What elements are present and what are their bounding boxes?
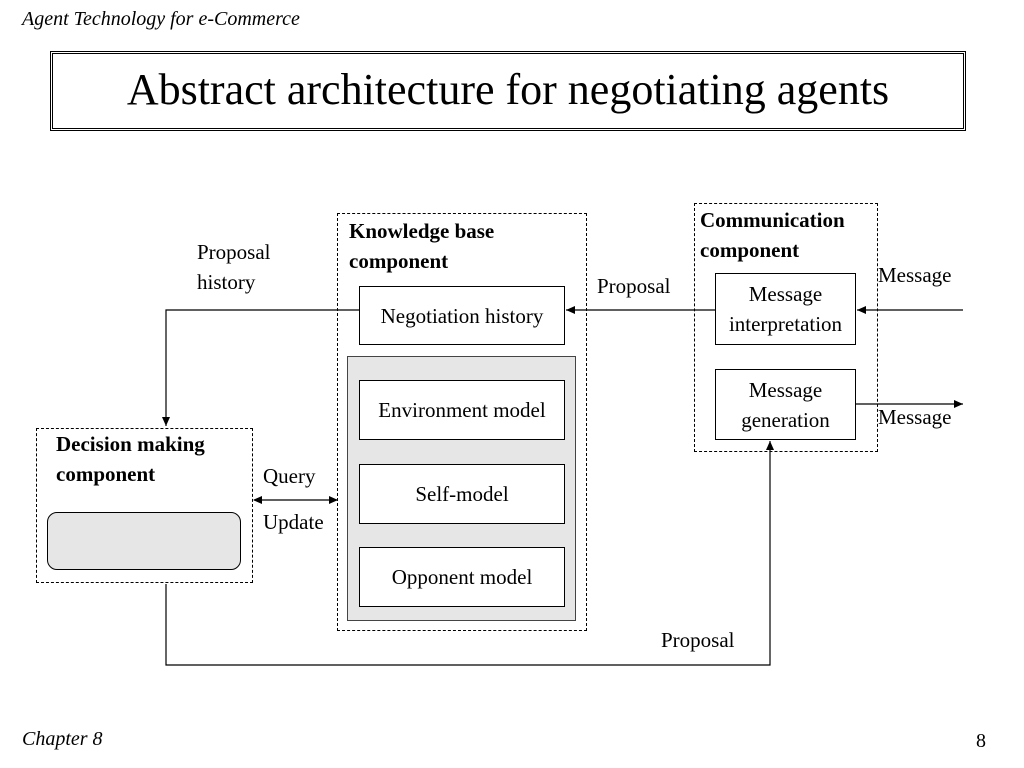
knowledge-base-label-2: component <box>349 249 449 273</box>
footer-page-number: 8 <box>976 730 986 752</box>
opponent-model-box: Opponent model <box>359 547 565 607</box>
communication-label-1: Communication <box>700 208 845 232</box>
title-box: Abstract architecture for negotiating ag… <box>50 51 966 131</box>
message-in-label: Message <box>878 263 952 287</box>
page-title: Abstract architecture for negotiating ag… <box>126 65 890 114</box>
decision-label-1: Decision making <box>56 432 205 456</box>
message-interpretation-label-2: interpretation <box>728 312 843 336</box>
opponent-model-label: Opponent model <box>391 565 533 589</box>
decision-label-2: component <box>56 462 156 486</box>
environment-model-label: Environment model <box>378 398 546 422</box>
proposal-history-label-2: history <box>197 270 256 294</box>
proposal-history-arrow <box>162 309 359 426</box>
knowledge-base-component <box>337 213 587 631</box>
decision-inner-box <box>47 512 241 570</box>
communication-component <box>694 203 878 452</box>
header-text: Agent Technology for e-Commerce <box>22 8 300 30</box>
knowledge-base-label-1: Knowledge base <box>349 219 495 243</box>
proposal-in-label: Proposal <box>597 274 671 298</box>
message-generation-label-1: Message <box>748 377 823 402</box>
environment-model-box: Environment model <box>359 380 565 440</box>
message-out-label: Message <box>878 405 952 429</box>
self-model-label: Self-model <box>415 482 509 506</box>
message-generation-box: Message generation <box>715 369 856 440</box>
self-model-box: Self-model <box>359 464 565 524</box>
message-interpretation-label-1: Message <box>748 282 823 306</box>
communication-label-2: component <box>700 238 800 262</box>
decision-making-component <box>36 428 253 583</box>
update-label: Update <box>263 510 324 534</box>
footer-chapter: Chapter 8 <box>22 728 103 750</box>
proposal-out-arrow <box>165 441 774 666</box>
proposal-history-label-1: Proposal <box>197 240 271 264</box>
query-label: Query <box>263 464 316 488</box>
negotiation-history-box: Negotiation history <box>359 286 565 345</box>
message-interpretation-box: Message interpretation <box>715 273 856 345</box>
proposal-out-label: Proposal <box>661 628 735 652</box>
negotiation-history-label: Negotiation history <box>380 303 544 328</box>
message-generation-label-2: generation <box>741 407 830 432</box>
